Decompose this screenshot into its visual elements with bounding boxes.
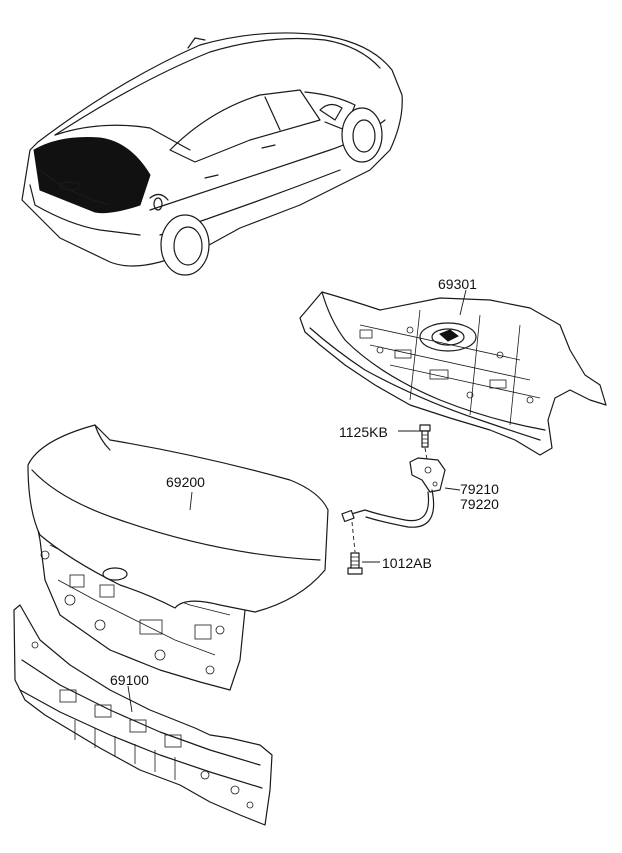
bolt-bottom-part — [347, 552, 363, 575]
back-panel-leader — [127, 685, 133, 713]
label-back-panel: 69100 — [110, 672, 149, 688]
floor-panel-part — [299, 291, 607, 456]
floor-panel-leader — [459, 289, 467, 316]
back-panel-part — [13, 604, 273, 826]
car-illustration — [21, 32, 403, 276]
latch-part — [341, 457, 446, 528]
latch-leader — [444, 487, 461, 491]
label-bolt-bottom: 1012AB — [382, 555, 432, 571]
bolt-bottom-dash — [351, 521, 356, 553]
label-trunk-lid: 69200 — [166, 474, 205, 490]
label-bolt-top: 1125KB — [339, 424, 388, 440]
label-latch-b: 79220 — [460, 496, 499, 512]
bolt-top-part — [419, 424, 431, 448]
label-latch-a: 79210 — [460, 481, 499, 497]
trunk-lid-part — [27, 424, 329, 691]
trunk-lid-leader — [189, 491, 193, 511]
label-floor-panel: 69301 — [438, 276, 477, 292]
